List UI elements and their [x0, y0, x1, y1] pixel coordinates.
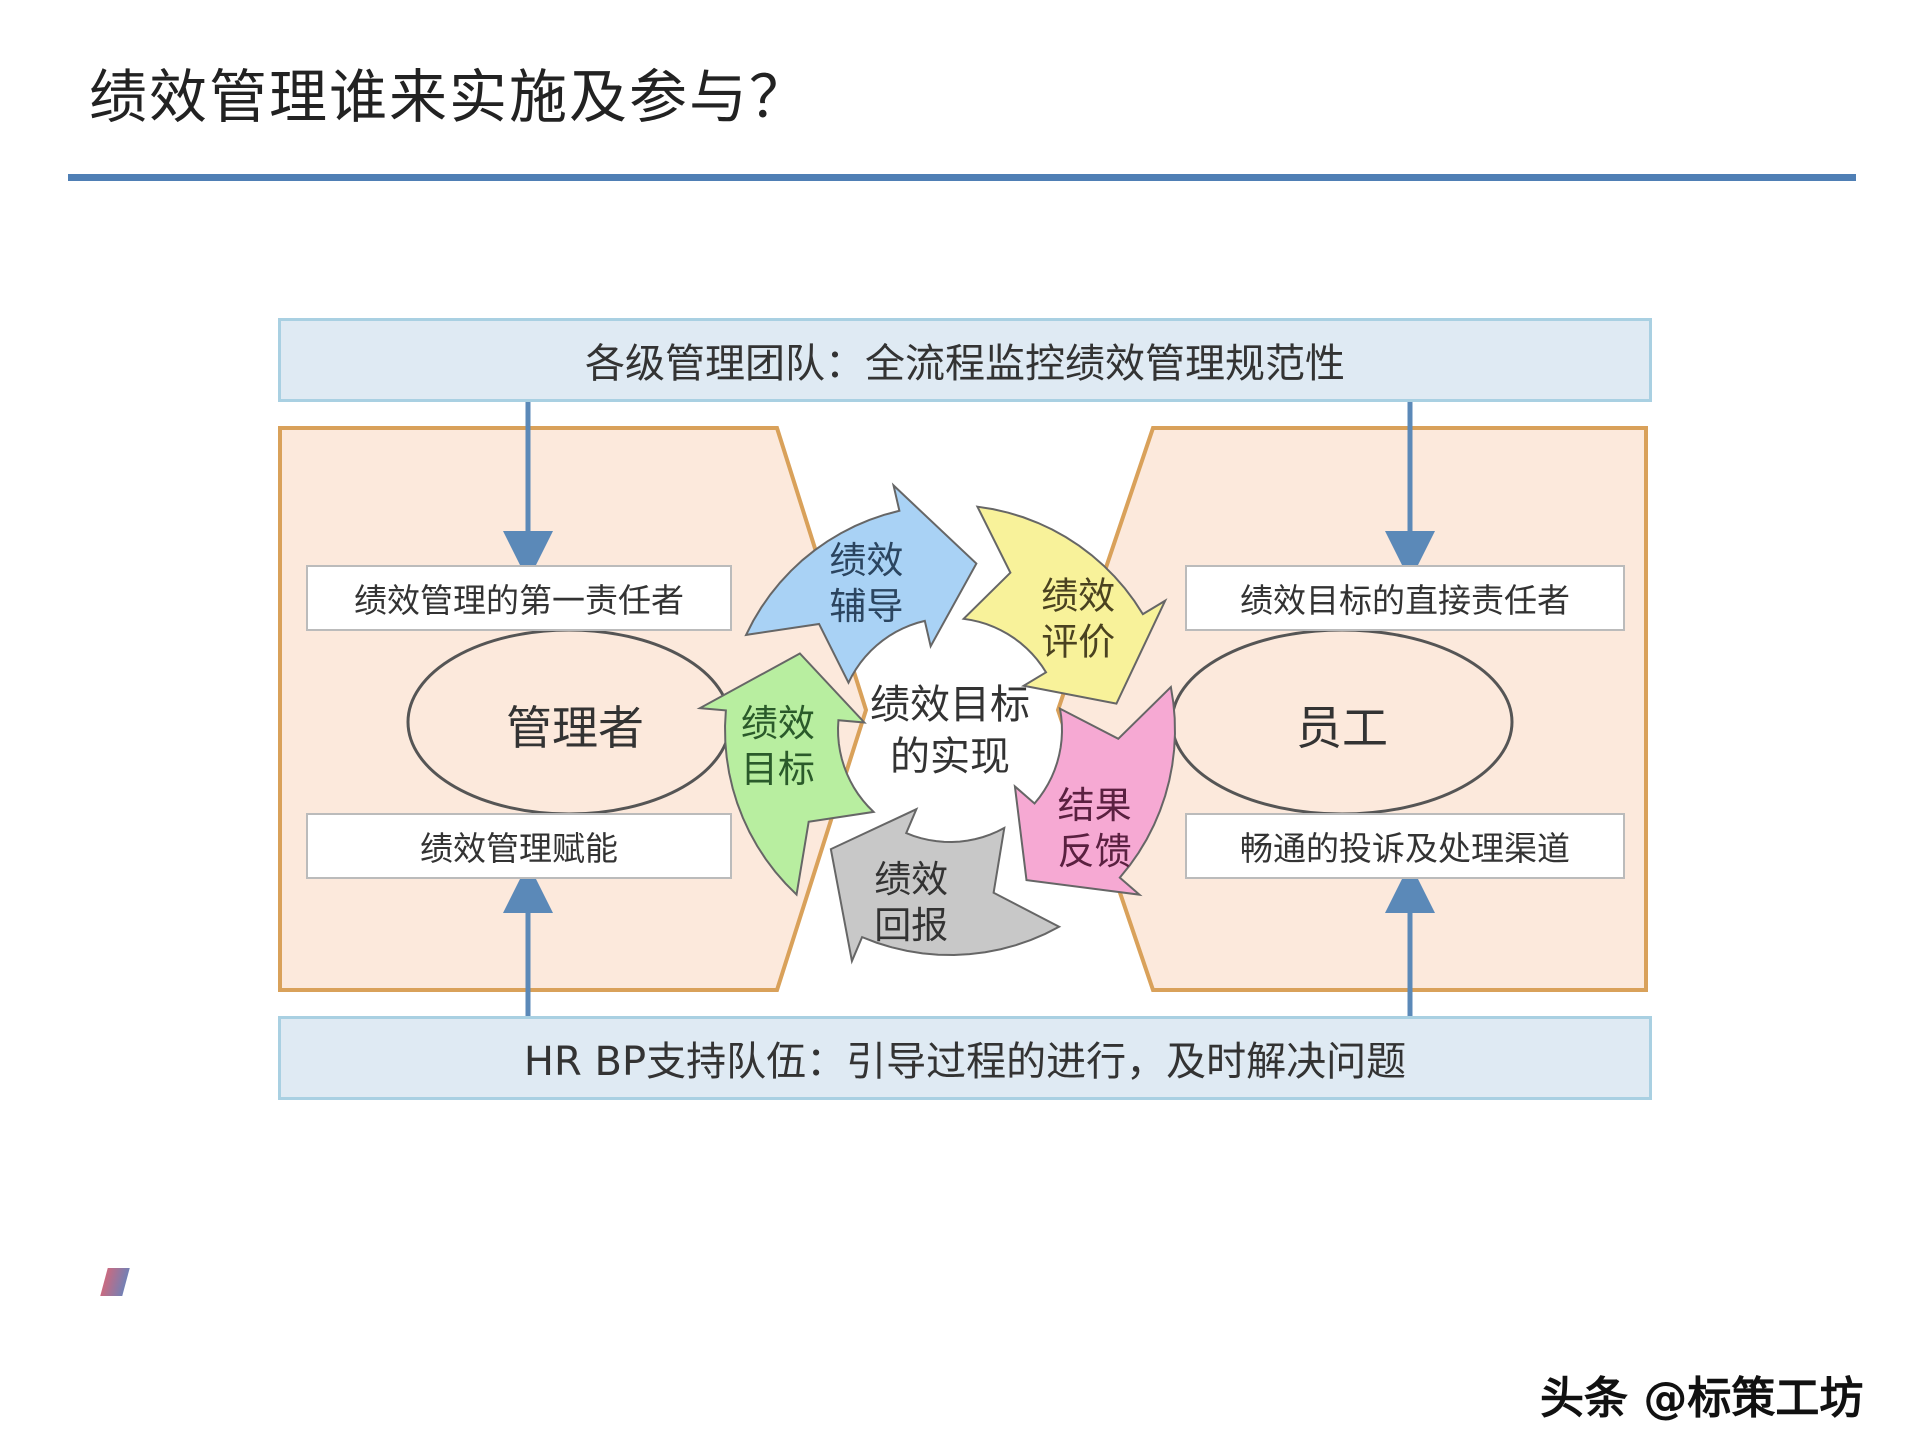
- cycle-center-line-2: 的实现: [890, 734, 1010, 780]
- manager-responsibility-box: 绩效管理的第一责任者: [306, 565, 732, 631]
- cycle-arrow-evaluation: [961, 505, 1168, 705]
- employee-responsibility-box: 绩效目标的直接责任者: [1185, 565, 1625, 631]
- cycle-label-coaching: 辅导: [829, 585, 903, 628]
- employee-complaint-box: 畅通的投诉及处理渠道: [1185, 813, 1625, 879]
- watermark: 头条 @标策工坊: [1540, 1373, 1864, 1424]
- manager-enablement-box: 绩效管理赋能: [306, 813, 732, 879]
- cycle-label-reward: 回报: [874, 904, 948, 947]
- cycle-center-line-1: 绩效目标: [870, 682, 1030, 728]
- cycle-label-coaching: 绩效: [829, 539, 903, 582]
- employee-role-label: 员工: [1296, 701, 1388, 755]
- manager-role-label: 管理者: [506, 701, 644, 755]
- cycle-arrow-feedback: [1013, 684, 1176, 897]
- cycle-arrow-goal: [696, 652, 876, 897]
- management-team-band: 各级管理团队：全流程监控绩效管理规范性: [278, 318, 1652, 402]
- cycle-label-evaluation: 评价: [1041, 621, 1115, 664]
- cycle-label-evaluation: 绩效: [1041, 575, 1115, 618]
- cycle-label-goal: 绩效: [741, 702, 815, 745]
- cycle-label-reward: 绩效: [874, 858, 948, 901]
- cycle-label-feedback: 反馈: [1058, 830, 1132, 873]
- cycle-arrow-reward: [829, 807, 1062, 965]
- page-title: 绩效管理谁来实施及参与？: [89, 63, 810, 131]
- hrbp-team-band: HR BP支持队伍：引导过程的进行，及时解决问题: [278, 1016, 1652, 1100]
- cycle-label-feedback: 结果: [1058, 784, 1132, 827]
- cycle-arrow-coaching: [744, 482, 978, 685]
- cycle-center-label: 绩效目标 的实现: [870, 682, 1030, 780]
- title-divider: [68, 174, 1856, 181]
- cycle-label-goal: 目标: [741, 748, 815, 791]
- performance-cycle: 绩效辅导绩效评价结果反馈绩效回报绩效目标: [696, 482, 1176, 965]
